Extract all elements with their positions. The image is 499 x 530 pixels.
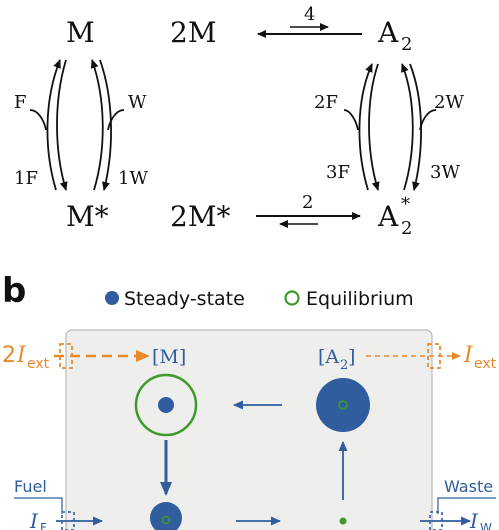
species-2m: 2M <box>170 16 216 49</box>
waste-bracket <box>437 497 496 514</box>
svg-text:2: 2 <box>340 358 348 373</box>
panel-b: b Steady-state Equilibrium [M] [A 2 ] <box>2 271 497 530</box>
node-a2-steady-state <box>316 378 370 432</box>
outflow-port <box>427 343 441 369</box>
inflow-symbol: I <box>16 343 27 368</box>
waste-outlet: Waste I W <box>420 477 496 530</box>
reaction-4-arrows <box>257 23 362 38</box>
legend-steady-state-marker <box>105 291 119 305</box>
waste-flux-symbol: I <box>469 509 479 530</box>
rate-f: F <box>14 92 27 113</box>
rate-w: W <box>128 92 147 113</box>
node-a2-label: [A 2 ] <box>318 346 355 373</box>
rate-1w: 1W <box>118 168 148 189</box>
svg-text:2: 2 <box>401 34 412 55</box>
legend: Steady-state Equilibrium <box>105 288 414 310</box>
node-a2-star-marker <box>339 517 347 525</box>
legend-equilibrium-marker <box>284 290 300 306</box>
species-a2-star: A 2 * <box>377 194 412 239</box>
panel-label-b: b <box>2 271 26 311</box>
left-vertical-arrows <box>29 59 125 191</box>
rate-2f: 2F <box>314 92 338 113</box>
node-a2-equilibrium <box>338 400 348 410</box>
reactor-box <box>65 329 433 530</box>
outflow-symbol: I <box>463 343 474 368</box>
species-a2: A 2 <box>377 16 412 55</box>
svg-text:2: 2 <box>401 218 412 239</box>
rate-1f: 1F <box>14 168 38 189</box>
fuel-flux-subscript: F <box>40 521 47 530</box>
node-m-equilibrium <box>134 373 198 437</box>
node-m-steady-state <box>158 397 174 413</box>
fuel-bracket <box>14 497 63 514</box>
species-m: M <box>66 16 95 49</box>
rate-4: 4 <box>304 4 315 25</box>
species-m-star: M* <box>66 200 109 233</box>
svg-text:[A: [A <box>318 346 339 368</box>
legend-steady-state-label: Steady-state <box>124 288 245 310</box>
rate-3w: 3W <box>430 162 460 183</box>
fuel-label: Fuel <box>14 477 47 496</box>
svg-text:*: * <box>401 194 410 215</box>
rate-2: 2 <box>302 192 313 213</box>
node-m-star-equilibrium <box>161 515 171 525</box>
panel-a: M 2M A 2 M* 2M* A 2 * 4 2 <box>14 4 464 239</box>
rate-3f: 3F <box>326 162 350 183</box>
external-inflow: 2 I ext <box>2 343 150 372</box>
waste-label: Waste <box>444 477 493 496</box>
node-m-label: [M] <box>152 346 186 368</box>
inflow-coefficient: 2 <box>2 343 16 368</box>
species-2m-star: 2M* <box>170 200 230 233</box>
svg-text:A: A <box>377 16 399 49</box>
inflow-subscript: ext <box>27 356 50 372</box>
waste-flux-subscript: W <box>480 521 492 530</box>
right-vertical-arrows <box>343 63 437 191</box>
svg-text:]: ] <box>348 346 355 368</box>
outflow-subscript: ext <box>474 356 497 372</box>
rate-2w: 2W <box>434 92 464 113</box>
fuel-flux-symbol: I <box>29 509 39 530</box>
external-outflow: I ext <box>366 343 497 372</box>
fuel-inlet: Fuel I F <box>14 477 103 530</box>
legend-equilibrium-label: Equilibrium <box>306 288 414 310</box>
svg-text:A: A <box>377 200 399 233</box>
reaction-2-arrows <box>256 212 361 228</box>
